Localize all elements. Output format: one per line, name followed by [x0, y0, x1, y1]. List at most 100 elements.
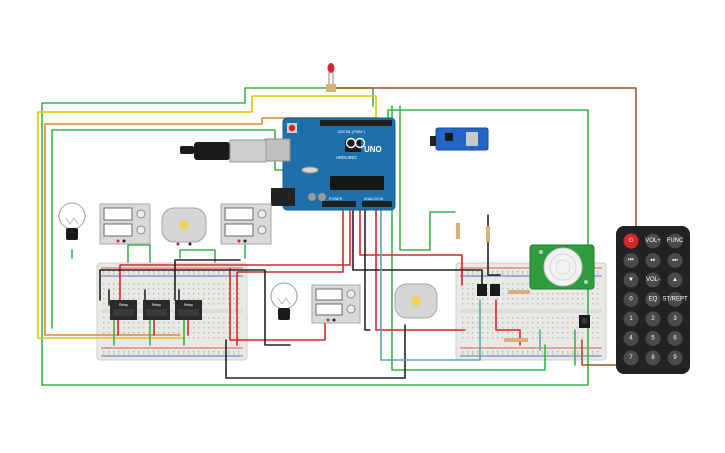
breadboard-hole [228, 337, 230, 339]
power-switch-panel-2[interactable] [220, 203, 272, 245]
remote-button-prev[interactable]: ⏮ [623, 253, 639, 268]
breadboard-hole [547, 327, 549, 329]
breadboard-hole [487, 351, 489, 353]
reset-button[interactable] [288, 124, 296, 132]
breadboard-hole [512, 332, 514, 334]
remote-button-two[interactable]: 2 [645, 311, 661, 327]
wire-red-5[interactable] [495, 299, 521, 346]
breadboard-hole [223, 293, 225, 295]
remote-button-st-rept[interactable]: ST/REPT [662, 292, 688, 307]
breadboard-hole [562, 317, 564, 319]
wire-green-esp[interactable] [399, 105, 456, 251]
breadboard-hole [188, 288, 190, 290]
remote-button-five[interactable]: 5 [645, 331, 661, 346]
wire-yellow[interactable] [37, 95, 377, 339]
analog-header[interactable] [362, 201, 392, 207]
breadboard-hole [507, 273, 509, 275]
wire-black-1[interactable] [352, 205, 483, 289]
remote-button-down[interactable]: ▼ [623, 272, 639, 288]
remote-button-up[interactable]: ▲ [667, 272, 683, 288]
wire-green-motor[interactable] [179, 249, 216, 263]
remote-button-eight[interactable]: 8 [645, 350, 661, 366]
power-switch-panel-1[interactable] [99, 203, 151, 245]
esp8266-wifi-module[interactable] [430, 127, 489, 151]
remote-button-three[interactable]: 3 [667, 311, 683, 327]
breadboard-hole [213, 322, 215, 324]
breadboard-hole [103, 322, 105, 324]
breadboard-hole [223, 351, 225, 353]
remote-button-label: ⏻ [629, 237, 634, 244]
dc-motor-right[interactable] [394, 283, 438, 319]
relay-1[interactable]: Relay [110, 300, 137, 320]
wire-black-6[interactable] [174, 259, 241, 301]
remote-button-vol-up[interactable]: VOL+ [645, 233, 661, 249]
remote-button-vol-down[interactable]: VOL- [645, 272, 661, 288]
breadboard-hole [517, 283, 519, 285]
wire-green-right[interactable] [391, 105, 546, 371]
breadboard-hole [213, 353, 215, 355]
pir-motion-sensor[interactable] [529, 244, 595, 290]
breadboard-hole [572, 303, 574, 305]
wire-black-2[interactable] [364, 205, 371, 331]
wire-green-sw1[interactable] [127, 244, 151, 263]
breadboard-hole [462, 351, 464, 353]
wire-green-inner[interactable] [51, 129, 286, 329]
relay-3[interactable]: Relay [175, 300, 202, 320]
breadboard-hole [597, 298, 599, 300]
wire-red-relay-jumpers [117, 319, 189, 336]
breadboard-hole [218, 273, 220, 275]
breadboard-hole [532, 303, 534, 305]
remote-button-func[interactable]: FUNC [667, 233, 684, 249]
remote-button-eq[interactable]: EQ [645, 292, 661, 307]
breadboard-hole [472, 293, 474, 295]
breadboard-hole [592, 332, 594, 334]
wire-brown-led[interactable] [335, 87, 637, 229]
power-switch-panel-3[interactable] [311, 284, 361, 324]
dc-motor-left[interactable] [161, 207, 207, 246]
wire-brown-remote[interactable] [581, 339, 621, 366]
arduino-uno-board[interactable]: ARDUINO UNO POWER ANALOG IN DIGITAL (PWM… [264, 117, 396, 211]
red-led[interactable] [326, 63, 336, 92]
ir-receiver[interactable] [579, 315, 590, 328]
breadboard-hole [118, 351, 120, 353]
wire-red-6[interactable] [229, 267, 326, 341]
breadboard-hole [158, 332, 160, 334]
remote-button-power[interactable]: ⏻ [623, 233, 639, 249]
remote-button-one[interactable]: 1 [623, 311, 639, 327]
remote-button-next[interactable]: ⏭ [667, 253, 683, 268]
breadboard-hole [522, 351, 524, 353]
transistor-2[interactable] [490, 284, 500, 296]
breadboard-hole [158, 327, 160, 329]
breadboard-hole [173, 303, 175, 305]
breadboard-hole [203, 271, 205, 273]
remote-button-four[interactable]: 4 [623, 331, 639, 346]
breadboard-hole [213, 298, 215, 300]
breadboard-hole [477, 337, 479, 339]
transistor-1[interactable] [477, 284, 487, 296]
relay-2[interactable]: Relay [143, 300, 170, 320]
breadboard-hole [238, 332, 240, 334]
wire-black-3[interactable] [225, 324, 406, 379]
light-bulb-left[interactable] [58, 202, 86, 240]
remote-button-nine[interactable]: 9 [667, 350, 683, 366]
breadboard-hole [223, 327, 225, 329]
wire-red-1[interactable] [119, 205, 351, 301]
wire-green-bottom[interactable] [41, 109, 589, 386]
remote-button-six[interactable]: 6 [667, 331, 683, 346]
breadboard-hole [168, 332, 170, 334]
remote-button-play-pause[interactable]: ⏯ [645, 253, 661, 268]
wire-teal[interactable] [380, 205, 481, 361]
light-bulb-right[interactable] [270, 282, 298, 320]
wire-black-5[interactable] [99, 269, 291, 346]
breadboard-hole [223, 273, 225, 275]
digital-header[interactable] [320, 120, 392, 126]
remote-button-zero[interactable]: 0 [623, 292, 639, 307]
remote-button-seven[interactable]: 7 [623, 350, 639, 366]
wire-red-3[interactable] [375, 205, 466, 331]
breadboard-hole [193, 283, 195, 285]
power-header[interactable] [322, 201, 356, 207]
breadboard-hole [128, 351, 130, 353]
wire-red-2[interactable] [236, 205, 344, 346]
wire-green-outer[interactable] [41, 87, 374, 386]
